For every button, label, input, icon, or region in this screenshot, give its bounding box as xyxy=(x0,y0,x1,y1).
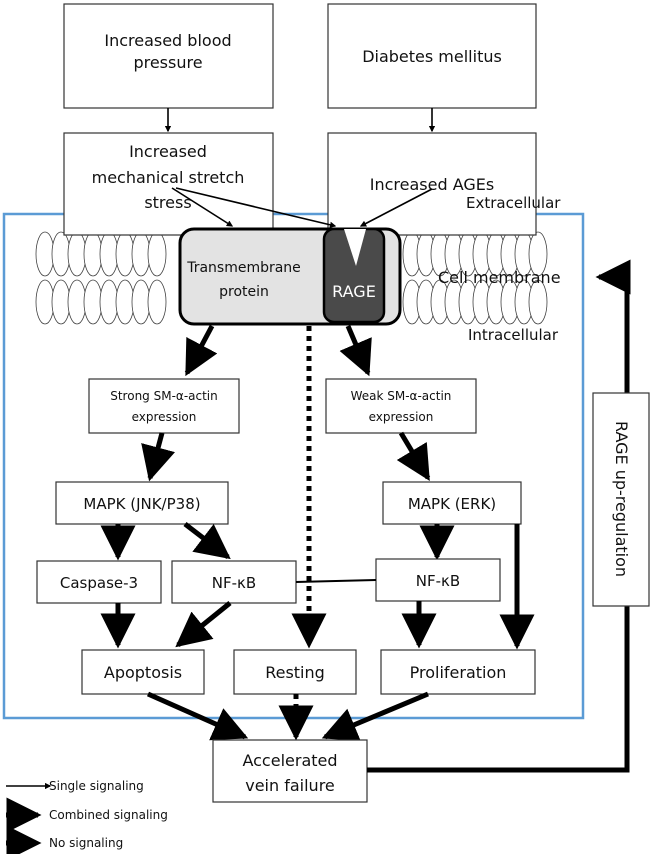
box-resting: Resting xyxy=(233,649,357,695)
rage-label: RAGE xyxy=(332,282,376,301)
arrow-weak-to-mapk xyxy=(396,431,431,482)
arrow-ages-to-rage xyxy=(359,188,433,227)
rage-receptor: RAGE xyxy=(322,227,386,324)
lipid-molecule xyxy=(51,279,71,325)
rage-binding-site xyxy=(344,229,366,266)
resting-text: Resting xyxy=(265,663,325,682)
stretch-line3: stress xyxy=(144,193,191,212)
arrow-stretch-to-protein xyxy=(171,187,234,227)
arrow-protein-to-strong xyxy=(184,324,218,377)
arrow-rage-to-weak xyxy=(339,325,372,377)
weak-actin-line2: expression xyxy=(369,410,434,424)
lipid-bilayer xyxy=(35,231,548,325)
box-ages: Increased AGEs xyxy=(327,132,537,236)
ages-text: Increased AGEs xyxy=(370,175,494,194)
lipid-molecule xyxy=(131,231,151,277)
proliferation-text: Proliferation xyxy=(410,663,507,682)
box-apoptosis: Apoptosis xyxy=(81,649,205,695)
box-caspase: Caspase-3 xyxy=(36,560,162,604)
lipid-molecule xyxy=(83,231,103,277)
label-cell-membrane: Cell membrane xyxy=(438,268,561,287)
lipid-molecule xyxy=(99,279,119,325)
stretch-line1: Increased xyxy=(129,142,207,161)
legend-combined-label: Combined signaling xyxy=(49,808,168,822)
nfkb-link-line xyxy=(295,579,377,583)
mapk-erk-text: MAPK (ERK) xyxy=(408,495,496,513)
lipid-molecule xyxy=(131,279,151,325)
stretch-line2: mechanical stretch xyxy=(92,168,245,187)
box-vein-failure: Accelerated vein failure xyxy=(212,739,368,803)
legend: Single signaling Combined signaling No s… xyxy=(6,779,168,854)
legend-none-label: No signaling xyxy=(49,836,123,850)
label-intracellular: Intracellular xyxy=(468,326,559,344)
arrow-apoptosis-to-failure xyxy=(146,691,249,741)
protein-line1: Transmembrane xyxy=(186,260,301,276)
apoptosis-text: Apoptosis xyxy=(104,663,182,682)
arrow-strong-to-mapk xyxy=(141,432,176,482)
arrow-jnk-to-nfkb xyxy=(183,522,231,560)
box-weak-actin: Weak SM-α-actin expression xyxy=(325,378,477,434)
arrow-stretch-to-rage xyxy=(175,187,337,228)
box-strong-actin: Strong SM-α-actin expression xyxy=(88,378,240,434)
nfkb-right-text: NF-κB xyxy=(416,572,460,590)
vein-failure-line2: vein failure xyxy=(245,776,335,795)
lipid-molecule xyxy=(67,231,87,277)
arrow-proliferation-to-failure xyxy=(321,691,429,742)
strong-actin-line2: expression xyxy=(132,410,197,424)
lipid-molecule xyxy=(147,279,167,325)
nfkb-left-text: NF-κB xyxy=(212,574,256,592)
diabetes-text: Diabetes mellitus xyxy=(362,47,502,66)
box-nfkb-left: NF-κB xyxy=(171,560,297,604)
lipid-molecule xyxy=(99,231,119,277)
legend-single-label: Single signaling xyxy=(49,779,144,793)
lipid-molecule xyxy=(528,231,548,277)
lipid-molecule xyxy=(67,279,87,325)
protein-line2: protein xyxy=(219,284,269,300)
lipid-molecule xyxy=(83,279,103,325)
box-stretch: Increased mechanical stretch stress xyxy=(63,132,274,236)
caspase-text: Caspase-3 xyxy=(60,574,138,592)
blood-pressure-line1: Increased blood xyxy=(104,31,231,50)
box-mapk-jnk: MAPK (JNK/P38) xyxy=(55,481,229,525)
lipid-molecule xyxy=(51,231,71,277)
box-rage-up: RAGE up-regulation xyxy=(592,392,650,607)
box-blood-pressure: Increased blood pressure xyxy=(63,3,274,109)
box-mapk-erk: MAPK (ERK) xyxy=(382,481,522,525)
box-nfkb-right: NF-κB xyxy=(375,558,501,602)
lipid-molecule xyxy=(115,231,135,277)
lipid-molecule xyxy=(528,279,548,325)
arrow-nfkb-to-apoptosis xyxy=(175,601,232,648)
lipid-molecule xyxy=(35,231,55,277)
strong-actin-line1: Strong SM-α-actin xyxy=(110,389,218,403)
box-diabetes: Diabetes mellitus xyxy=(327,3,537,109)
lipid-molecule xyxy=(35,279,55,325)
weak-actin-line1: Weak SM-α-actin xyxy=(351,389,452,403)
mapk-jnk-text: MAPK (JNK/P38) xyxy=(83,495,200,513)
blood-pressure-line2: pressure xyxy=(133,53,202,72)
box-proliferation: Proliferation xyxy=(380,649,536,695)
label-extracellular: Extracellular xyxy=(466,194,561,212)
lipid-molecule xyxy=(147,231,167,277)
lipid-molecule xyxy=(115,279,135,325)
rage-up-text: RAGE up-regulation xyxy=(612,421,631,577)
vein-failure-line1: Accelerated xyxy=(242,751,337,770)
